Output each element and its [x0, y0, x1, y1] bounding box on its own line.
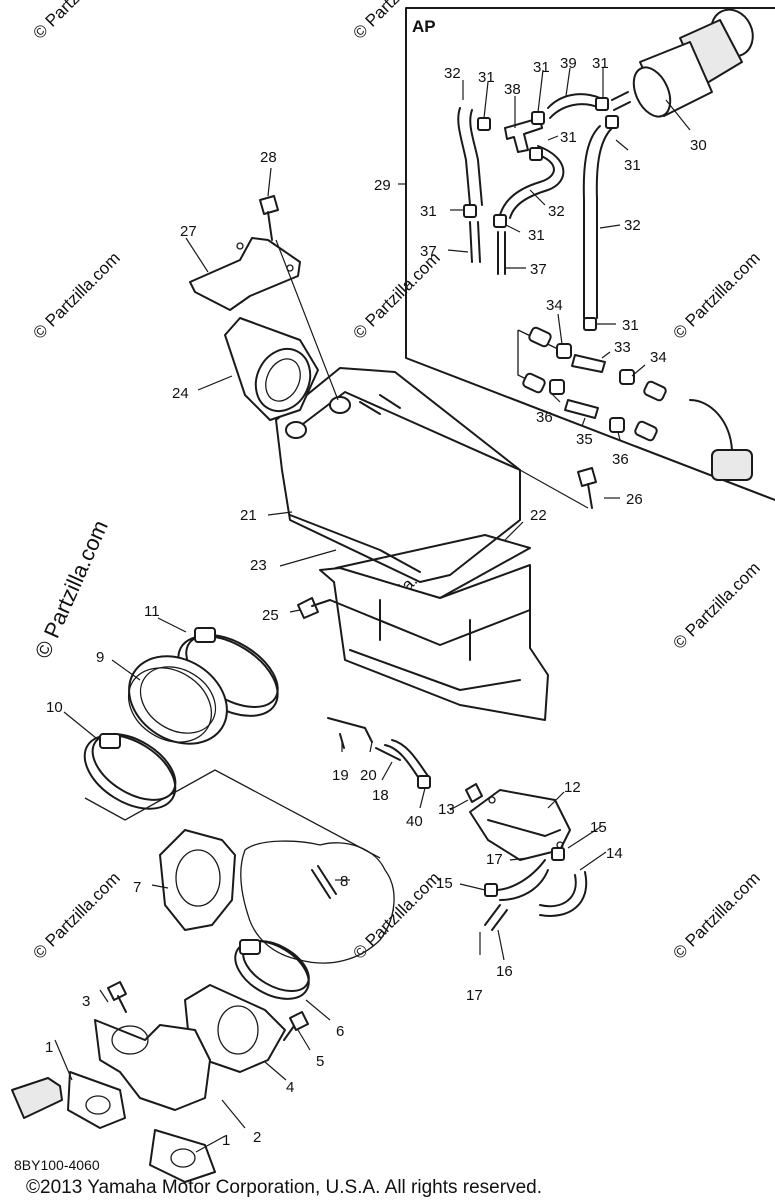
callout-6: 6 — [336, 1023, 344, 1040]
callout-15: 15 — [436, 875, 453, 892]
watermark-faint: © Partzilla.com — [29, 868, 123, 962]
callout-23: 23 — [250, 557, 267, 574]
callout-9: 9 — [96, 649, 104, 666]
callout-32: 32 — [624, 217, 641, 234]
callout-31: 31 — [592, 55, 609, 72]
callout-31: 31 — [622, 317, 639, 334]
callout-5: 5 — [316, 1053, 324, 1070]
callout-11: 11 — [144, 603, 160, 620]
callout-31: 31 — [528, 227, 545, 244]
callout-36: 36 — [612, 451, 629, 468]
callout-3: 3 — [82, 993, 90, 1010]
callout-10: 10 — [46, 699, 63, 716]
callout-1: 1 — [45, 1039, 53, 1056]
inset-ap: AP — [398, 7, 775, 501]
callout-26: 26 — [626, 491, 643, 508]
leaders — [54, 67, 691, 1153]
callout-39: 39 — [560, 55, 577, 72]
watermark-faint: © Partzilla.com — [349, 868, 443, 962]
watermark-faint: © Partzilla.com — [29, 0, 123, 43]
watermark-faint: © Partzilla.com — [669, 868, 763, 962]
callout-36: 36 — [536, 409, 553, 426]
callout-28: 28 — [260, 149, 277, 166]
callout-31: 31 — [533, 59, 550, 76]
callout-15: 15 — [590, 819, 607, 836]
copyright-notice: ©2013 Yamaha Motor Corporation, U.S.A. A… — [26, 1177, 542, 1198]
callout-34: 34 — [546, 297, 563, 314]
callout-33: 33 — [614, 339, 631, 356]
engine-area — [11, 829, 395, 1183]
callout-29: 29 — [374, 177, 391, 194]
callout-13: 13 — [438, 801, 455, 818]
watermark-faint: © Partzilla.com — [669, 248, 763, 342]
callout-32: 32 — [548, 203, 565, 220]
callout-7: 7 — [133, 879, 141, 896]
callout-24: 24 — [172, 385, 189, 402]
callout-40: 40 — [406, 813, 423, 830]
watermark-main: © Partzilla.com — [30, 516, 113, 662]
callout-2: 2 — [253, 1129, 261, 1146]
callout-1: 1 — [222, 1132, 230, 1149]
callout-31: 31 — [420, 203, 437, 220]
callout-22: 22 — [530, 507, 547, 524]
callout-32: 32 — [444, 65, 461, 82]
callout-35: 35 — [576, 431, 593, 448]
intake-joint — [83, 627, 381, 859]
callout-18: 18 — [372, 787, 389, 804]
fuel-pump-12 — [327, 717, 588, 931]
callout-34: 34 — [650, 349, 667, 366]
callout-21: 21 — [240, 507, 257, 524]
callout-17: 17 — [486, 851, 503, 868]
callout-20: 20 — [360, 767, 377, 784]
callout-31: 31 — [624, 157, 641, 174]
callout-31: 31 — [560, 129, 577, 146]
watermark-faint: © Partzilla.com — [669, 558, 763, 652]
inset-title: AP — [412, 17, 436, 36]
callout-14: 14 — [606, 845, 623, 862]
callout-31: 31 — [478, 69, 495, 86]
watermark-faint: © Partzilla.com — [349, 248, 443, 342]
air-box — [189, 195, 597, 721]
callout-17: 17 — [466, 987, 483, 1004]
callout-4: 4 — [286, 1079, 294, 1096]
callout-8: 8 — [340, 873, 348, 890]
fuel-pump-30 — [611, 8, 754, 118]
callout-37: 37 — [530, 261, 547, 278]
callout-12: 12 — [564, 779, 581, 796]
callout-30: 30 — [690, 137, 707, 154]
callout-37: 37 — [420, 243, 437, 260]
watermark-faint: © Partzilla.com — [29, 248, 123, 342]
callout-38: 38 — [504, 81, 521, 98]
callout-27: 27 — [180, 223, 197, 240]
callout-25: 25 — [262, 607, 279, 624]
callout-16: 16 — [496, 963, 513, 980]
diagram-code: 8BY100-4060 — [14, 1157, 100, 1173]
callout-labels: 1 1 2 3 4 5 6 7 8 9 10 11 12 13 14 15 15… — [45, 55, 707, 1149]
callout-19: 19 — [332, 767, 349, 784]
